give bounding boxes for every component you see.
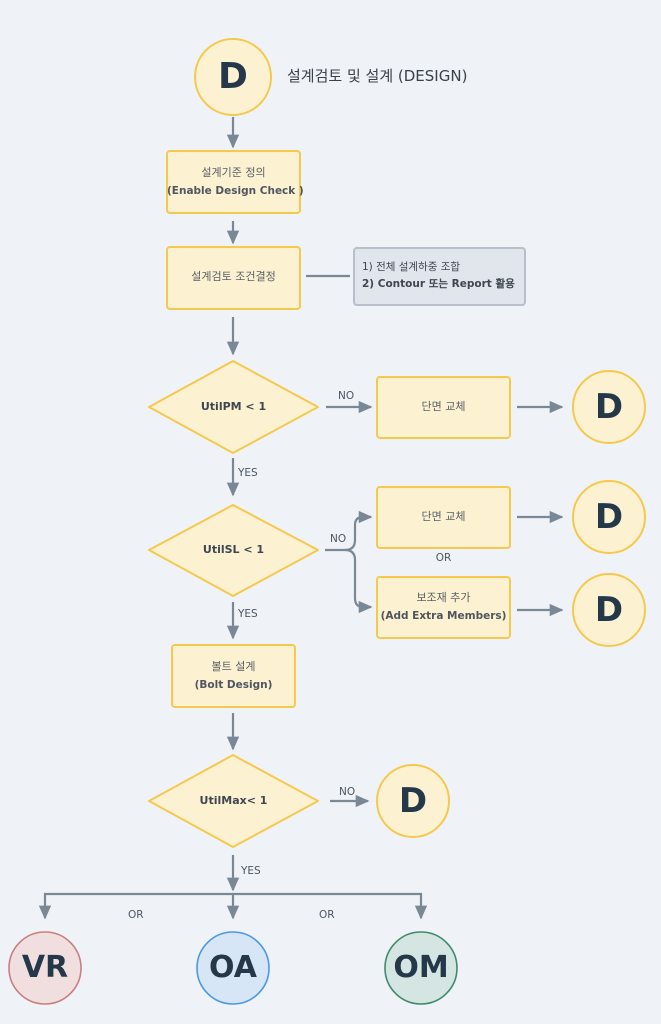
step1-label: 설계기준 정의 (Enable Design Check ) bbox=[167, 164, 304, 200]
decision2-no-label: NO bbox=[330, 533, 347, 545]
note-line2: 2) Contour 또는 Report 활용 bbox=[362, 278, 515, 290]
decision2-yes-label: YES bbox=[238, 608, 258, 620]
slfail-b-label: 보조재 추가 (Add Extra Members) bbox=[377, 589, 510, 625]
decision2-label: UtilSL < 1 bbox=[202, 543, 265, 556]
decision1-diamond bbox=[148, 360, 319, 454]
d-node-3-label: D bbox=[594, 590, 624, 630]
page-title: 설계검토 및 설계 (DESIGN) bbox=[287, 67, 468, 85]
pmfail-label: 단면 교체 bbox=[421, 400, 466, 413]
slfail-a-label: 단면 교체 bbox=[421, 510, 466, 523]
bolt-box bbox=[171, 644, 296, 708]
decision3-label: UtilMax< 1 bbox=[199, 794, 268, 807]
step1-line2: (Enable Design Check ) bbox=[167, 185, 304, 197]
slfail-b-box bbox=[376, 576, 511, 639]
decision3-no-label: NO bbox=[339, 786, 356, 798]
pmfail-box bbox=[376, 376, 511, 439]
d-node-4-label: D bbox=[398, 781, 428, 821]
slfail-b-line1: 보조재 추가 bbox=[416, 591, 471, 604]
decision3-diamond bbox=[148, 754, 319, 848]
bolt-line2: (Bolt Design) bbox=[194, 679, 273, 691]
step2-box bbox=[166, 246, 301, 310]
om-node-circle bbox=[384, 931, 458, 1005]
slfail-or-label: OR bbox=[435, 552, 452, 564]
note-box bbox=[353, 247, 526, 306]
arrow-decision2-no-branch-b bbox=[344, 548, 373, 614]
decision1-yes-label: YES bbox=[238, 467, 258, 479]
d-node-1-circle bbox=[572, 370, 646, 444]
slfail-a-box bbox=[376, 486, 511, 549]
oa-node-circle bbox=[196, 931, 270, 1005]
step2-label: 설계검토 조건결정 bbox=[191, 270, 276, 283]
om-node-label: OM bbox=[393, 950, 449, 985]
end-or-label-2: OR bbox=[319, 909, 335, 921]
d-node-3-circle bbox=[572, 573, 646, 647]
start-node-circle bbox=[194, 38, 272, 116]
d-node-4-circle bbox=[376, 764, 450, 838]
decision3-yes-label: YES bbox=[241, 865, 261, 877]
d-node-2-circle bbox=[572, 480, 646, 554]
d-node-2-label: D bbox=[594, 497, 624, 537]
d-node-1-label: D bbox=[594, 387, 624, 427]
step1-box bbox=[166, 150, 301, 214]
start-node-label: D bbox=[218, 56, 248, 97]
vr-node-circle bbox=[8, 931, 82, 1005]
step1-line1: 설계기준 정의 bbox=[201, 166, 266, 179]
end-or-label-1: OR bbox=[128, 909, 144, 921]
decision1-no-label: NO bbox=[338, 390, 355, 402]
note-line1: 1) 전체 설계하중 조합 bbox=[362, 261, 461, 273]
oa-node-label: OA bbox=[209, 950, 257, 985]
decision1-label: UtilPM < 1 bbox=[200, 400, 267, 413]
note-label: 1) 전체 설계하중 조합 2) Contour 또는 Report 활용 bbox=[362, 259, 515, 293]
bolt-label: 볼트 설계 (Bolt Design) bbox=[172, 658, 295, 694]
vr-node-label: VR bbox=[21, 950, 69, 985]
bolt-line1: 볼트 설계 bbox=[211, 660, 256, 673]
decision2-diamond bbox=[148, 504, 319, 597]
slfail-b-line2: (Add Extra Members) bbox=[380, 610, 507, 622]
